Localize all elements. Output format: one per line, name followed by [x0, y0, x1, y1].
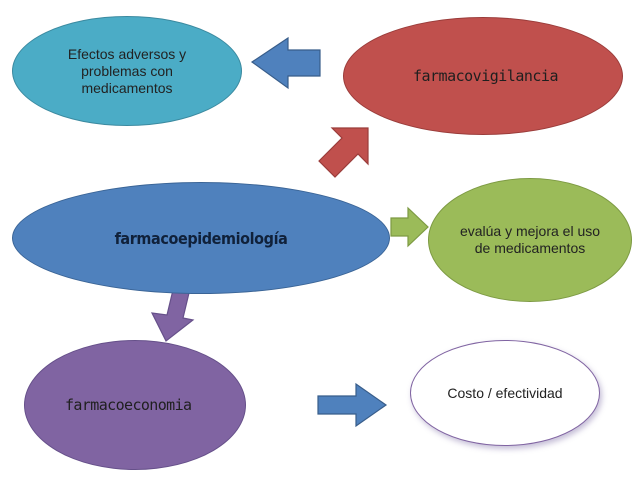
node-farmacovigilancia-label: farmacovigilancia — [412, 67, 559, 85]
arrow-epidemiologia-to-vigilancia — [318, 127, 369, 178]
node-farmacoepidemiologia-label: farmacoepidemiología — [114, 228, 288, 248]
node-farmacoepidemiologia: farmacoepidemiología — [12, 182, 390, 294]
arrow-epidemiologia-to-economia — [150, 289, 195, 342]
node-costo-efectividad-label: Costo / efectividad — [447, 384, 563, 401]
node-efectos-adversos: Efectos adversos y problemas con medicam… — [12, 16, 242, 126]
node-efectos-adversos-label: Efectos adversos y problemas con medicam… — [67, 45, 187, 96]
arrow-epidemiologia-to-evalua — [390, 206, 429, 248]
node-farmacovigilancia: farmacovigilancia — [343, 17, 623, 135]
arrow-vigilancia-to-adversos — [250, 36, 321, 90]
node-evalua-uso: evalúa y mejora el uso de medicamentos — [428, 178, 632, 302]
arrow-economia-to-costo — [317, 382, 388, 428]
node-evalua-uso-label: evalúa y mejora el uso de medicamentos — [459, 223, 601, 256]
node-farmacoeconomia: farmacoeconomia — [24, 340, 246, 470]
node-costo-efectividad: Costo / efectividad — [410, 340, 600, 446]
node-farmacoeconomia-label: farmacoeconomia — [65, 396, 192, 414]
